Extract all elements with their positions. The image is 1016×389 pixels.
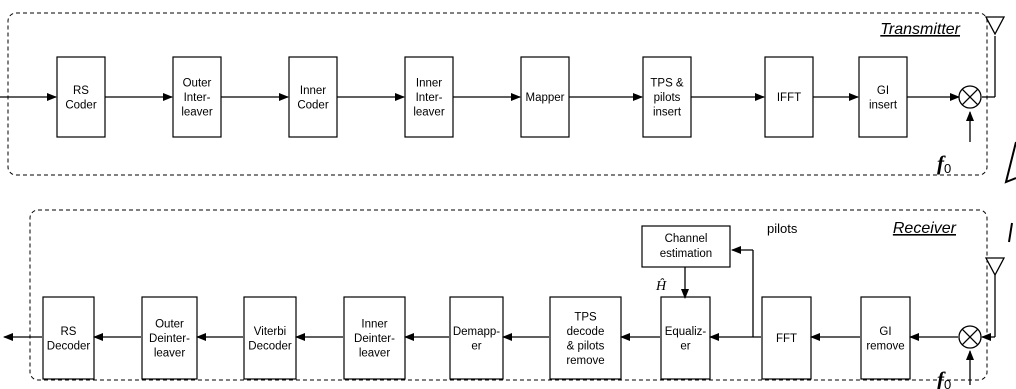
tps-decode-pilots-remove-label-line: TPS bbox=[574, 311, 597, 323]
inner-deinterleaver-label-line: Inner bbox=[361, 319, 387, 331]
rs-decoder-label-line: RS bbox=[61, 326, 77, 338]
gi-insert-label-line: insert bbox=[869, 99, 898, 111]
tps-pilots-insert-label-line: pilots bbox=[654, 92, 681, 104]
rs-coder-label-line: Coder bbox=[65, 99, 96, 111]
demapper-label-line: er bbox=[471, 340, 481, 352]
rs-coder-block: RS Coder bbox=[56, 56, 106, 138]
fft-label-line: FFT bbox=[776, 333, 797, 345]
inner-interleaver-label-line: leaver bbox=[413, 107, 444, 119]
tps-decode-pilots-remove-box bbox=[549, 296, 622, 380]
viterbi-decoder-box bbox=[243, 296, 297, 380]
ifft-block: IFFT bbox=[764, 56, 814, 138]
demapper-block: Demapp-er bbox=[449, 296, 504, 380]
mapper-label-line: Mapper bbox=[526, 92, 565, 104]
equalizer-box bbox=[660, 296, 711, 380]
outer-deinterleaver-box bbox=[141, 296, 198, 380]
receiver-title: Receiver bbox=[893, 220, 957, 237]
channel-estimation-box bbox=[641, 225, 731, 268]
outer-interleaver-label-line: leaver bbox=[181, 107, 212, 119]
gi-remove-block: GI remove bbox=[860, 296, 911, 380]
equalizer-label-line: er bbox=[680, 340, 690, 352]
tps-decode-pilots-remove-block: TPS decode & pilots remove bbox=[549, 296, 622, 380]
gi-remove-label-line: GI bbox=[879, 326, 891, 338]
tps-pilots-insert-box bbox=[642, 56, 692, 138]
transmitter-signal-path bbox=[0, 36, 996, 142]
tps-decode-pilots-remove-label-line: & pilots bbox=[567, 340, 605, 352]
transmitter-title: Transmitter bbox=[880, 21, 960, 38]
inner-coder-label-line: Coder bbox=[297, 99, 328, 111]
channel-estimation-block: Channel estimation bbox=[641, 225, 731, 268]
mapper-block: Mapper bbox=[520, 56, 570, 138]
demapper-box bbox=[449, 296, 504, 380]
gi-insert-box bbox=[858, 56, 908, 138]
outer-deinterleaver-label-line: leaver bbox=[154, 348, 185, 360]
inner-deinterleaver-box bbox=[343, 296, 406, 380]
cropped-edge-mark bbox=[1004, 141, 1016, 184]
rs-decoder-label-line: Decoder bbox=[47, 340, 91, 352]
demapper-label-line: Demapp- bbox=[453, 326, 500, 338]
fft-block: FFT bbox=[761, 296, 812, 380]
tps-pilots-insert-label-line: insert bbox=[653, 107, 682, 119]
outer-deinterleaver-label-line: Deinter- bbox=[149, 333, 190, 345]
transmitter-frame bbox=[7, 12, 988, 176]
equalizer-block: Equaliz-er bbox=[660, 296, 711, 380]
tps-pilots-insert-block: TPS & pilots insert bbox=[642, 56, 692, 138]
transmitter-mixer bbox=[958, 85, 982, 109]
inner-coder-box bbox=[288, 56, 338, 138]
cropped-edge-mark-2 bbox=[1008, 222, 1013, 243]
fft-box bbox=[761, 296, 812, 380]
gi-insert-block: GI insert bbox=[858, 56, 908, 138]
ifft-label-line: IFFT bbox=[777, 92, 801, 104]
inner-deinterleaver-label-line: leaver bbox=[359, 348, 390, 360]
tps-pilots-insert-label-line: TPS & bbox=[650, 78, 684, 90]
gi-remove-box bbox=[860, 296, 911, 380]
pilots-label: pilots bbox=[767, 221, 798, 236]
receiver-frame bbox=[29, 209, 988, 381]
inner-deinterleaver-label-line: Deinter- bbox=[354, 333, 395, 345]
gi-remove-label-line: remove bbox=[866, 340, 904, 352]
outer-interleaver-label-line: Outer bbox=[183, 78, 212, 90]
viterbi-decoder-label-line: Viterbi bbox=[254, 326, 286, 338]
rs-coder-label-line: RS bbox=[73, 85, 89, 97]
viterbi-decoder-label-line: Decoder bbox=[248, 340, 292, 352]
channel-estimation-label-line: Channel bbox=[665, 233, 708, 245]
outer-interleaver-label-line: Inter- bbox=[184, 92, 211, 104]
rs-decoder-block: RS Decoder bbox=[42, 296, 95, 380]
receiver-mixer bbox=[958, 325, 982, 349]
inner-interleaver-label-line: Inter- bbox=[416, 92, 443, 104]
inner-coder-label-line: Inner bbox=[300, 85, 326, 97]
channel-estimation-label-line: estimation bbox=[660, 248, 712, 260]
receiver-signal-path bbox=[3, 246, 996, 385]
receiver-antenna-icon bbox=[984, 257, 1006, 277]
receiver-carrier-label: f0 bbox=[937, 367, 951, 389]
ifft-box bbox=[764, 56, 814, 138]
gi-insert-label-line: GI bbox=[877, 85, 889, 97]
rs-decoder-box bbox=[42, 296, 95, 380]
outer-deinterleaver-label-line: Outer bbox=[155, 319, 184, 331]
inner-interleaver-box bbox=[404, 56, 454, 138]
outer-interleaver-box bbox=[172, 56, 222, 138]
inner-interleaver-label-line: Inner bbox=[416, 78, 442, 90]
tps-decode-pilots-remove-label-line: remove bbox=[566, 355, 604, 367]
channel-estimate-label: Ĥ bbox=[655, 277, 667, 294]
rs-coder-box bbox=[56, 56, 106, 138]
equalizer-label-line: Equaliz- bbox=[665, 326, 707, 338]
tps-decode-pilots-remove-label-line: decode bbox=[567, 326, 605, 338]
transmitter-carrier-label: f0 bbox=[937, 151, 951, 176]
transmitter-antenna-icon bbox=[984, 16, 1006, 36]
